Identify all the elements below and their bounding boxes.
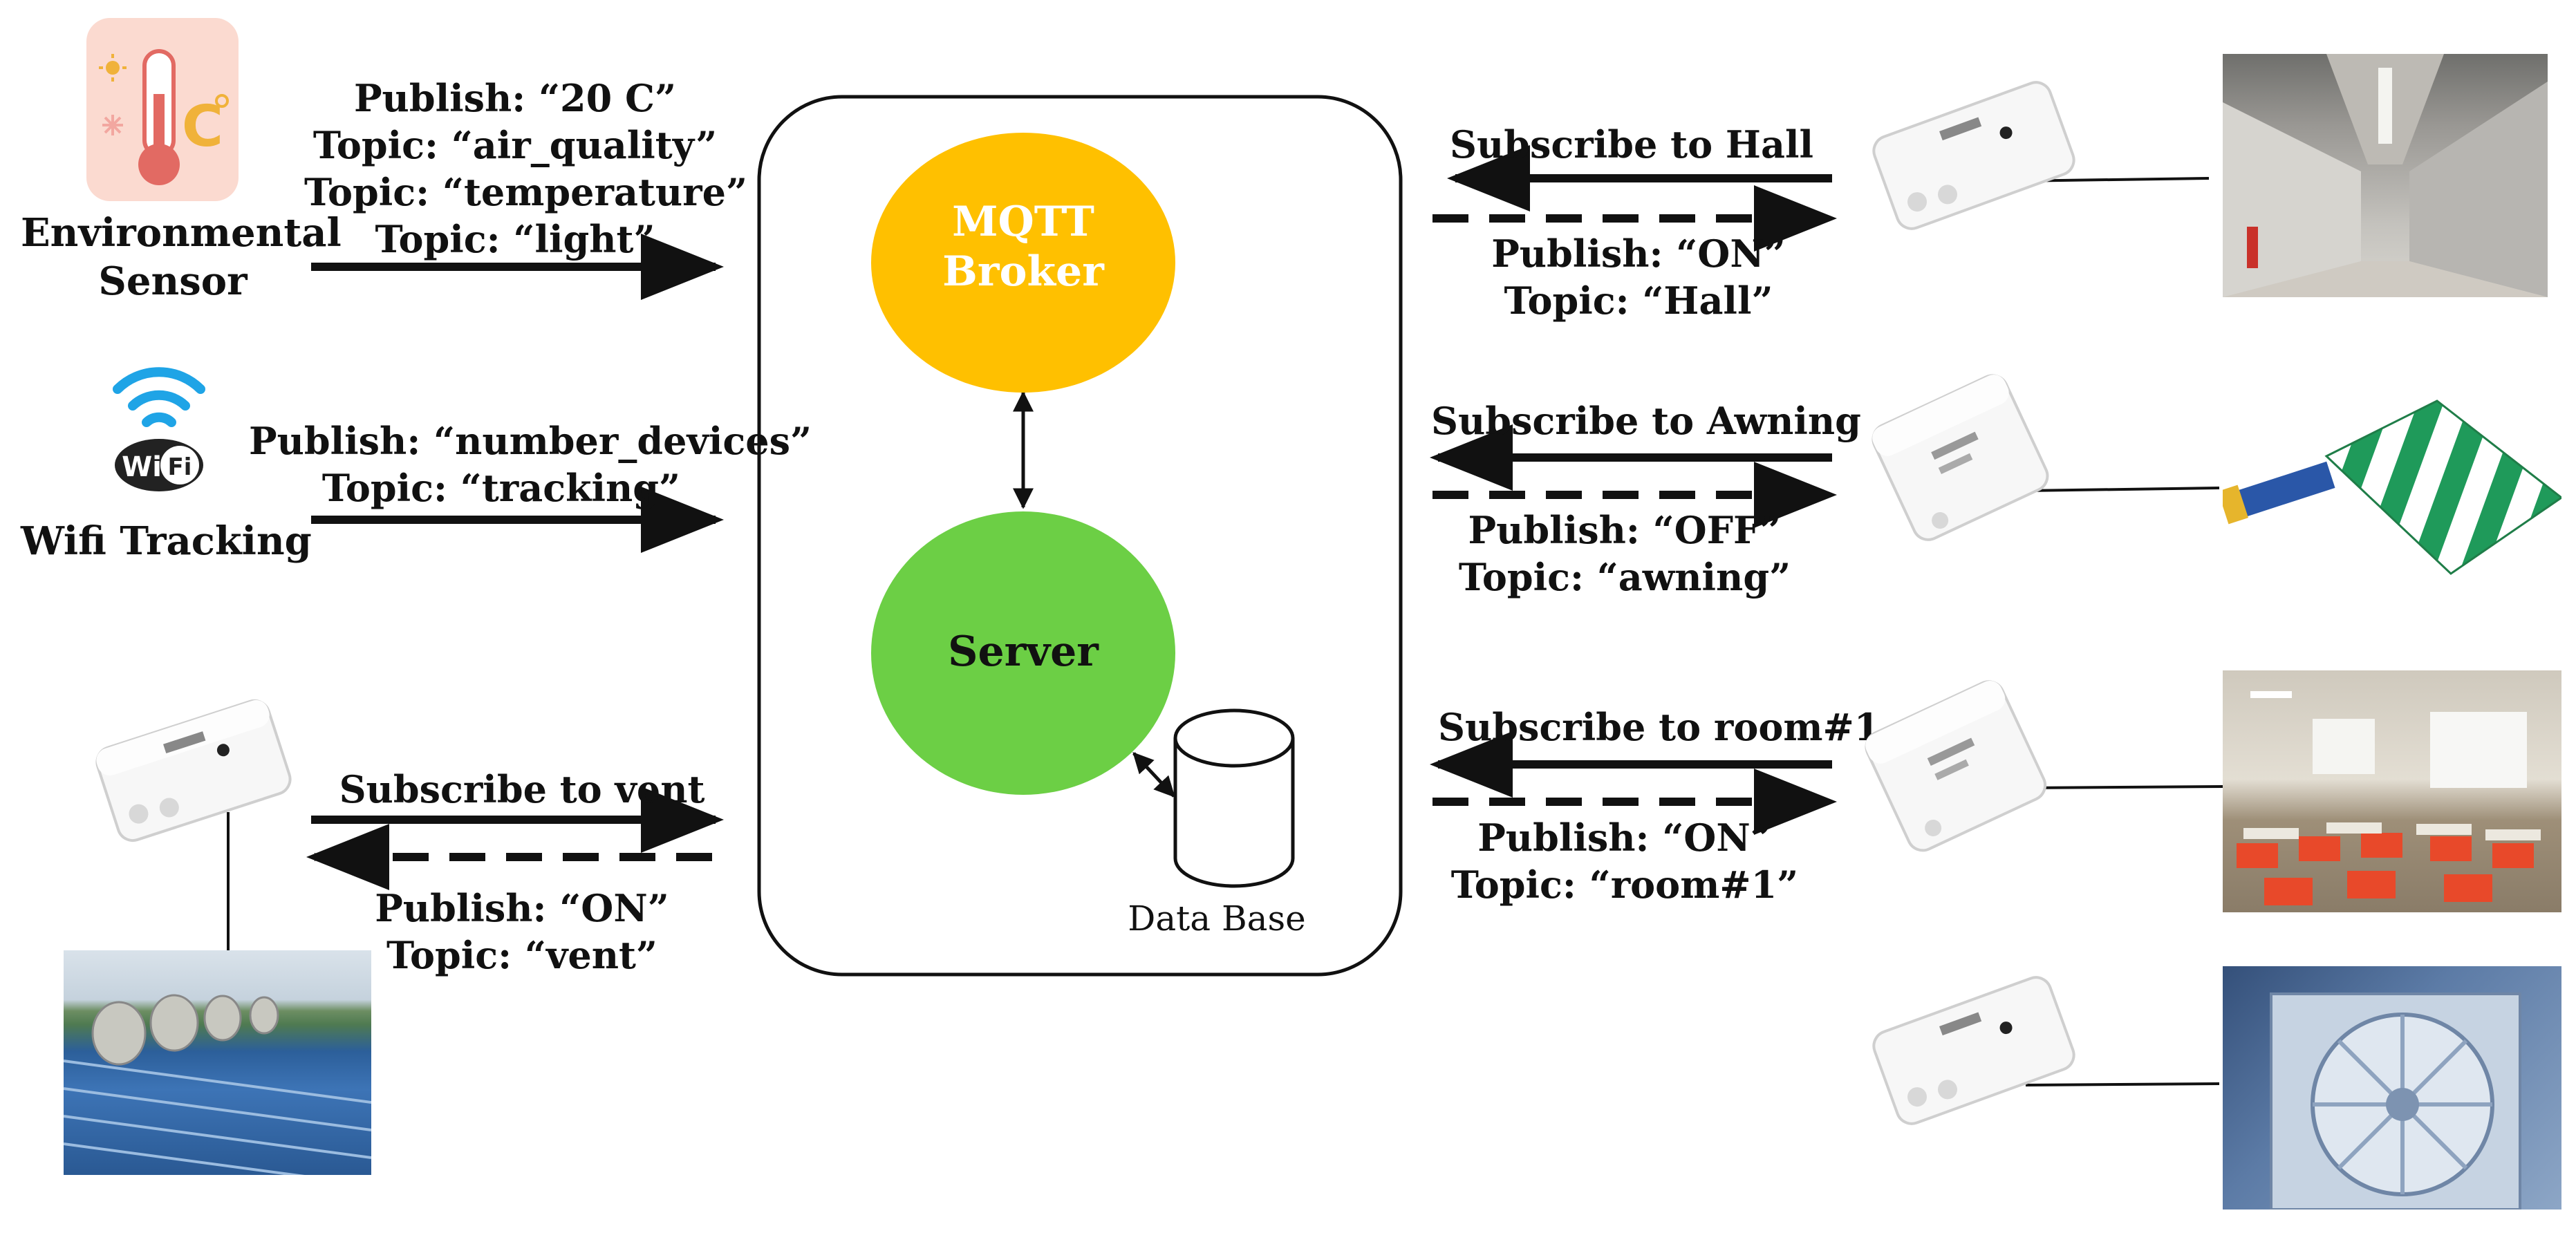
hall-photo	[2223, 54, 2548, 297]
vent-publish-message: Publish: “ON” Topic: “vent”	[375, 886, 669, 977]
classroom-photo	[2223, 670, 2561, 912]
environmental-sensor-label: Environmental Sensor	[21, 210, 342, 304]
room-publish-message: Publish: “ON” Topic: “room#1”	[1450, 816, 1799, 907]
svg-text:Fi: Fi	[168, 453, 192, 481]
hall-publish-message: Publish: “ON” Topic: “Hall”	[1491, 232, 1786, 323]
vent-subscribe-label: Subscribe to vent	[339, 767, 705, 811]
ac-unit-photo	[2223, 966, 2561, 1210]
server-db-arrow	[1132, 752, 1175, 798]
mqtt-broker-node	[871, 133, 1175, 393]
awning-publish-message: Publish: “OFF” Topic: “awning”	[1458, 508, 1791, 599]
wifi-publish-message: Publish: “number_devices” Topic: “tracki…	[249, 419, 812, 510]
hall-smart-switch-icon	[1853, 55, 2095, 256]
awning-photo	[2223, 373, 2561, 581]
roof-vents-photo	[64, 950, 371, 1175]
room-subscribe-label: Subscribe to room#1	[1438, 705, 1880, 749]
wifi-tracking-label: Wifi Tracking	[21, 518, 312, 564]
server-node	[871, 511, 1175, 795]
sensor-publish-message: Publish: “20 C” Topic: “air_quality” Top…	[304, 76, 748, 261]
smart-switch-icon	[83, 684, 304, 857]
mqtt-broker-label: MQTT Broker	[942, 198, 1104, 296]
hall-subscribe-label: Subscribe to Hall	[1450, 122, 1813, 167]
broker-container	[757, 95, 1403, 977]
room-smart-switch-icon	[1856, 663, 2057, 864]
database-cylinder-icon	[1173, 708, 1295, 888]
awning-subscribe-label: Subscribe to Awning	[1431, 399, 1861, 443]
server-label: Server	[948, 628, 1099, 676]
wifi-icon: Wi Fi	[111, 363, 207, 494]
svg-text:Wi: Wi	[122, 451, 162, 483]
thermometer-icon: C	[86, 18, 239, 201]
ac-smart-switch-icon	[1853, 954, 2095, 1147]
awning-smart-switch-icon	[1867, 363, 2060, 549]
database-label: Data Base	[1128, 898, 1306, 939]
